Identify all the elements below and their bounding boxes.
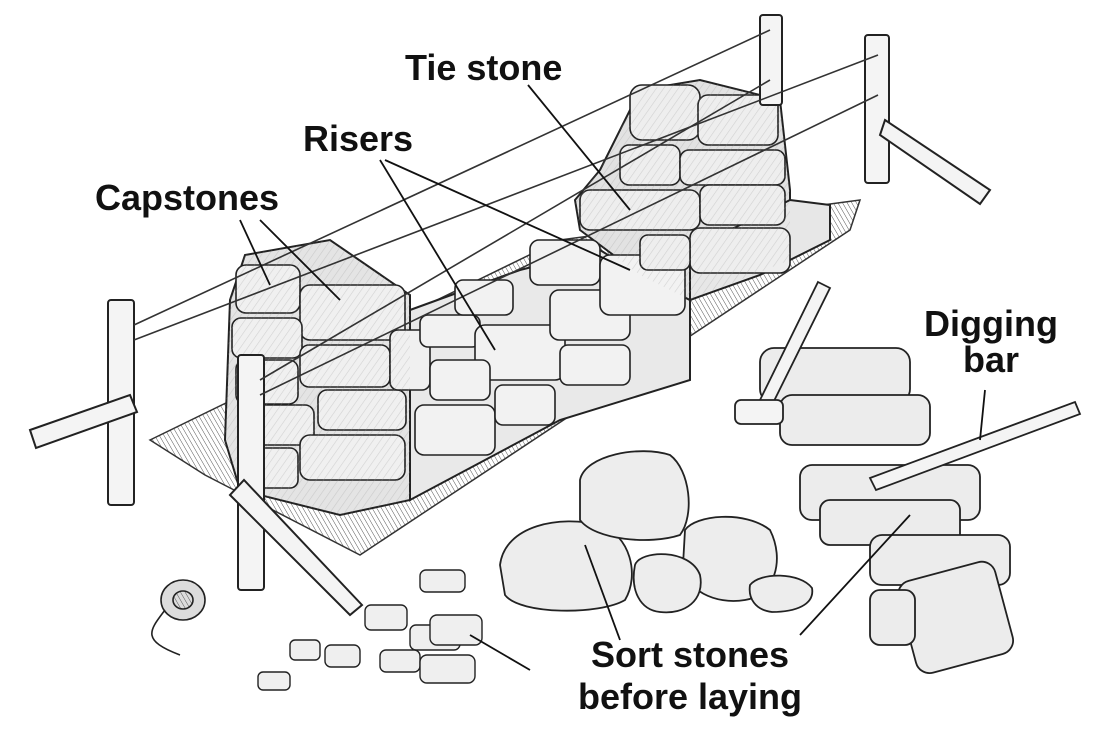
sort-stones-label-line1: Sort stones <box>540 634 840 676</box>
sort-stones-pile <box>500 451 812 612</box>
tie-stone-label: Tie stone <box>405 50 562 86</box>
twine-spool-icon <box>152 580 205 655</box>
digging-bar-label: Digging bar <box>903 306 1079 378</box>
digging-bar-label-line1: Digging <box>903 306 1079 342</box>
right-stones <box>760 348 1016 676</box>
risers-label: Risers <box>303 121 413 157</box>
capstones-label: Capstones <box>95 180 279 216</box>
sort-stones-label-line2: before laying <box>540 676 840 718</box>
sort-stones-label: Sort stones before laying <box>540 634 840 719</box>
digging-bar-label-line2: bar <box>903 342 1079 378</box>
rubble-stones <box>258 570 482 690</box>
